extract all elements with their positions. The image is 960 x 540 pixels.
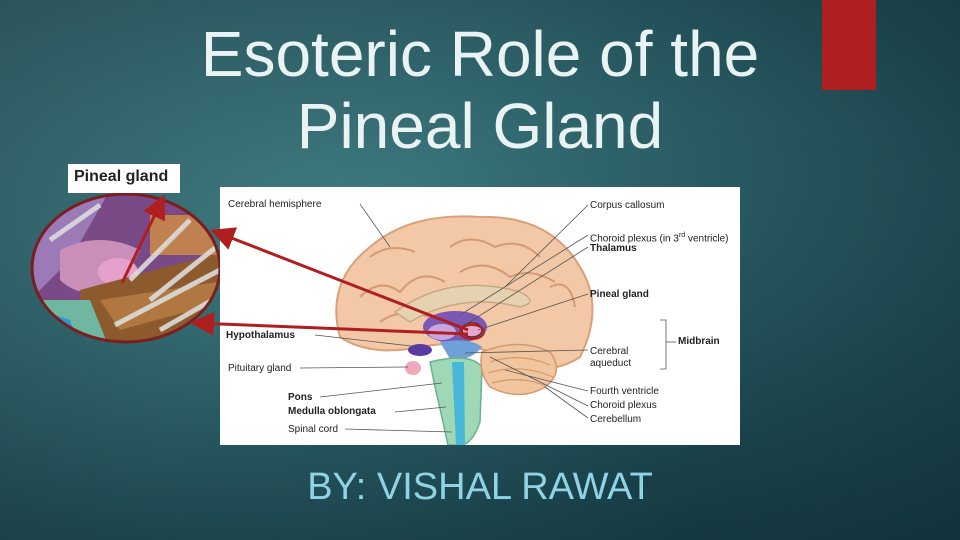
label-pituitary-gland: Pituitary gland bbox=[228, 363, 292, 374]
title-line-1: Esoteric Role of the bbox=[200, 18, 760, 90]
label-pineal-gland: Pineal gland bbox=[590, 289, 649, 300]
label-medulla-oblongata: Medulla oblongata bbox=[288, 406, 376, 417]
label-choroid-plexus-3rd: Choroid plexus (in 3rd ventricle) bbox=[590, 232, 729, 245]
label-aqueduct: aqueduct bbox=[590, 358, 632, 369]
label-cerebellum: Cerebellum bbox=[590, 414, 642, 425]
label-corpus-callosum: Corpus callosum bbox=[590, 200, 665, 211]
label-midbrain: Midbrain bbox=[678, 336, 720, 347]
label-choroid-plexus: Choroid plexus bbox=[590, 400, 657, 411]
red-accent-bar bbox=[822, 0, 876, 90]
slide-title: Esoteric Role of the Pineal Gland bbox=[130, 18, 830, 162]
brain-diagram: Cerebral hemisphere Hypothalamus Pituita… bbox=[220, 187, 740, 445]
label-fourth-ventricle: Fourth ventricle bbox=[590, 386, 659, 397]
label-cerebral-hemisphere: Cerebral hemisphere bbox=[228, 199, 322, 210]
label-pons: Pons bbox=[288, 392, 313, 403]
label-thalamus: Thalamus bbox=[590, 243, 637, 254]
title-line-2: Pineal Gland bbox=[296, 90, 664, 162]
label-cerebral: Cerebral bbox=[590, 346, 629, 357]
label-spinal-cord: Spinal cord bbox=[288, 424, 339, 435]
inset-label: Pineal gland bbox=[74, 168, 169, 185]
label-hypothalamus: Hypothalamus bbox=[226, 330, 295, 341]
inset-label-box: Pineal gland bbox=[68, 164, 180, 193]
slide-subtitle: BY: VISHAL RAWAT bbox=[307, 466, 653, 508]
